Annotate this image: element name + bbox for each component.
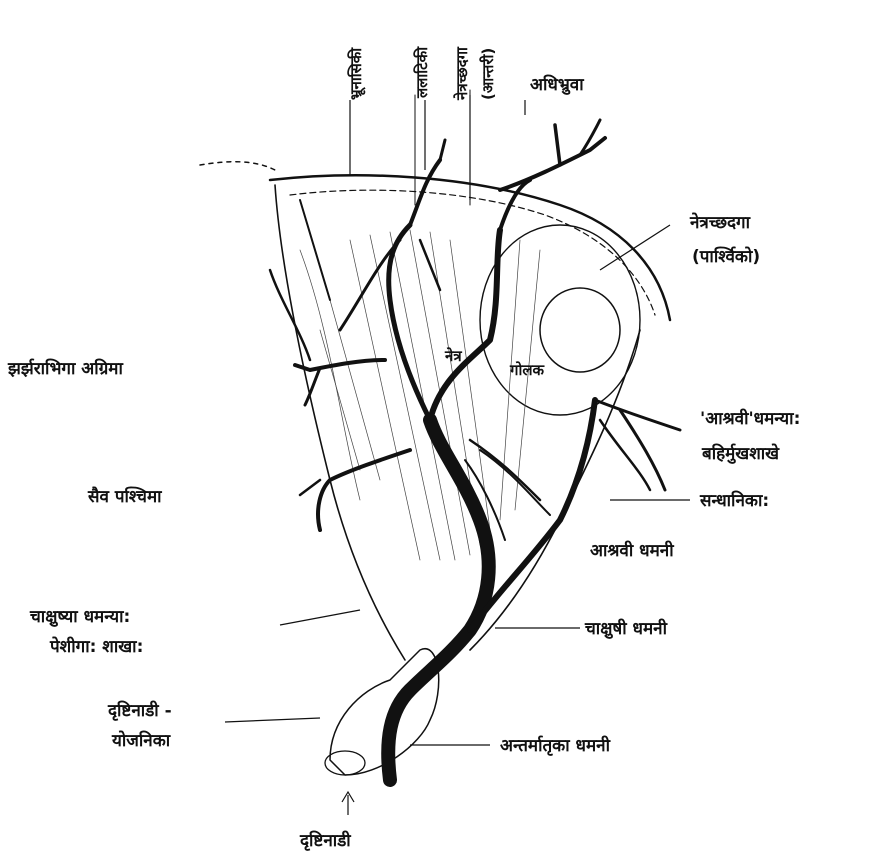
orbit-rim-inner bbox=[290, 190, 655, 315]
label-drishtinadi: दृष्टिनाडी bbox=[300, 830, 351, 852]
label-antarmatrika: अन्तर्मातृका धमनी bbox=[500, 735, 610, 757]
anterior-ethmoidal bbox=[295, 360, 385, 370]
label-netra: नेत्र bbox=[445, 346, 462, 366]
label-ashravi-dhamanya: 'आश्रवी'धमन्या: bbox=[700, 408, 800, 430]
lacrimal-artery bbox=[595, 400, 680, 430]
label-drishtinadi-yojanika-1: दृष्टिनाडी - bbox=[108, 700, 172, 722]
cornea bbox=[540, 288, 620, 372]
label-bahirmukha: बहिर्मुखशाखे bbox=[702, 443, 779, 465]
leader-drishtinadi-yojanika bbox=[225, 718, 320, 722]
label-sandhanika: सन्धानिका: bbox=[700, 490, 769, 512]
leader-netracchadaga-right bbox=[600, 225, 670, 270]
label-lalatiki: ललाटिकी bbox=[412, 47, 432, 98]
label-adhibhruva: अधिभ्रुवा bbox=[530, 74, 584, 96]
optic-nerve-end bbox=[325, 751, 365, 775]
label-parshviko: (पार्श्विको) bbox=[692, 246, 760, 268]
leader-chakshushya bbox=[280, 610, 360, 625]
supraorbital-branch bbox=[500, 138, 605, 190]
label-ashravi-dhamani: आश्रवी धमनी bbox=[590, 540, 674, 562]
label-saiva: सैव पश्चिमा bbox=[88, 486, 162, 508]
label-chakshushi: चाक्षुषी धमनी bbox=[585, 618, 667, 640]
label-golaka: गोलक bbox=[510, 360, 544, 380]
label-chakshushya-1: चाक्षुष्या धमन्या: bbox=[30, 606, 130, 628]
label-jharjhara: झर्झराभिगा अग्रिमा bbox=[8, 358, 123, 380]
label-netracchadaga-top: नेत्रच्छदगा bbox=[452, 47, 472, 100]
label-chakshushya-2: पेशीगा: शाखा: bbox=[50, 636, 143, 658]
label-drishtinadi-yojanika-2: योजनिका bbox=[112, 730, 170, 752]
label-antari: (आन्तरी) bbox=[478, 48, 498, 100]
eyeball bbox=[480, 225, 640, 415]
label-netracchadaga-right: नेत्रच्छदगा bbox=[690, 212, 750, 234]
label-bhrunasiki: भ्रूनासिकी bbox=[346, 48, 366, 100]
